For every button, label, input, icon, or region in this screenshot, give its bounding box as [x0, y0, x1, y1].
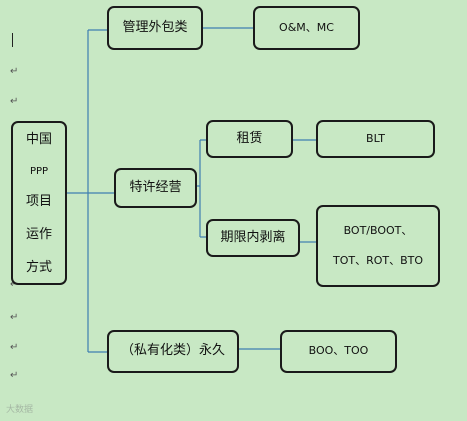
text-cursor	[12, 33, 13, 47]
root-line: 运作	[25, 226, 52, 242]
paragraph-mark: ↵	[10, 370, 19, 381]
paragraph-mark: ↵	[10, 96, 19, 107]
node-lease: 租赁	[206, 120, 293, 158]
node-label: 期限内剥离	[220, 229, 286, 245]
root-line: 中国	[25, 132, 52, 147]
detail-label: O&M、MC	[279, 20, 334, 34]
root-line: 方式	[25, 259, 52, 275]
paragraph-mark: ↵	[10, 312, 19, 323]
detail-divestiture: BOT/BOOT、 TOT、ROT、BTO	[316, 205, 440, 287]
detail-privatization: BOO、TOO	[280, 330, 397, 373]
detail-label: BOO、TOO	[308, 344, 369, 358]
root-line: 项目	[25, 194, 52, 210]
node-privatization: （私有化类）永久	[107, 330, 239, 373]
watermark: 大数据	[6, 405, 34, 415]
node-management-outsourcing: 管理外包类	[107, 6, 203, 50]
node-divestiture: 期限内剥离	[206, 219, 300, 257]
paragraph-mark: ↵	[10, 279, 19, 290]
detail-lease: BLT	[316, 120, 435, 158]
detail-label: BLT	[366, 131, 385, 145]
detail-label: BOT/BOOT、	[343, 223, 413, 237]
root-line: PPP	[29, 165, 49, 177]
paragraph-mark: ↵	[10, 342, 19, 353]
node-label: 管理外包类	[122, 19, 188, 35]
paragraph-mark: ↵	[10, 66, 19, 77]
node-label: 特许经营	[129, 179, 182, 195]
node-franchise: 特许经营	[114, 168, 197, 208]
root-node: 中国 PPP 项目 运作 方式	[11, 121, 67, 285]
node-label: 租赁	[236, 130, 263, 146]
node-label: （私有化类）永久	[120, 343, 225, 359]
detail-management-outsourcing: O&M、MC	[253, 6, 360, 50]
detail-label: TOT、ROT、BTO	[332, 253, 424, 267]
